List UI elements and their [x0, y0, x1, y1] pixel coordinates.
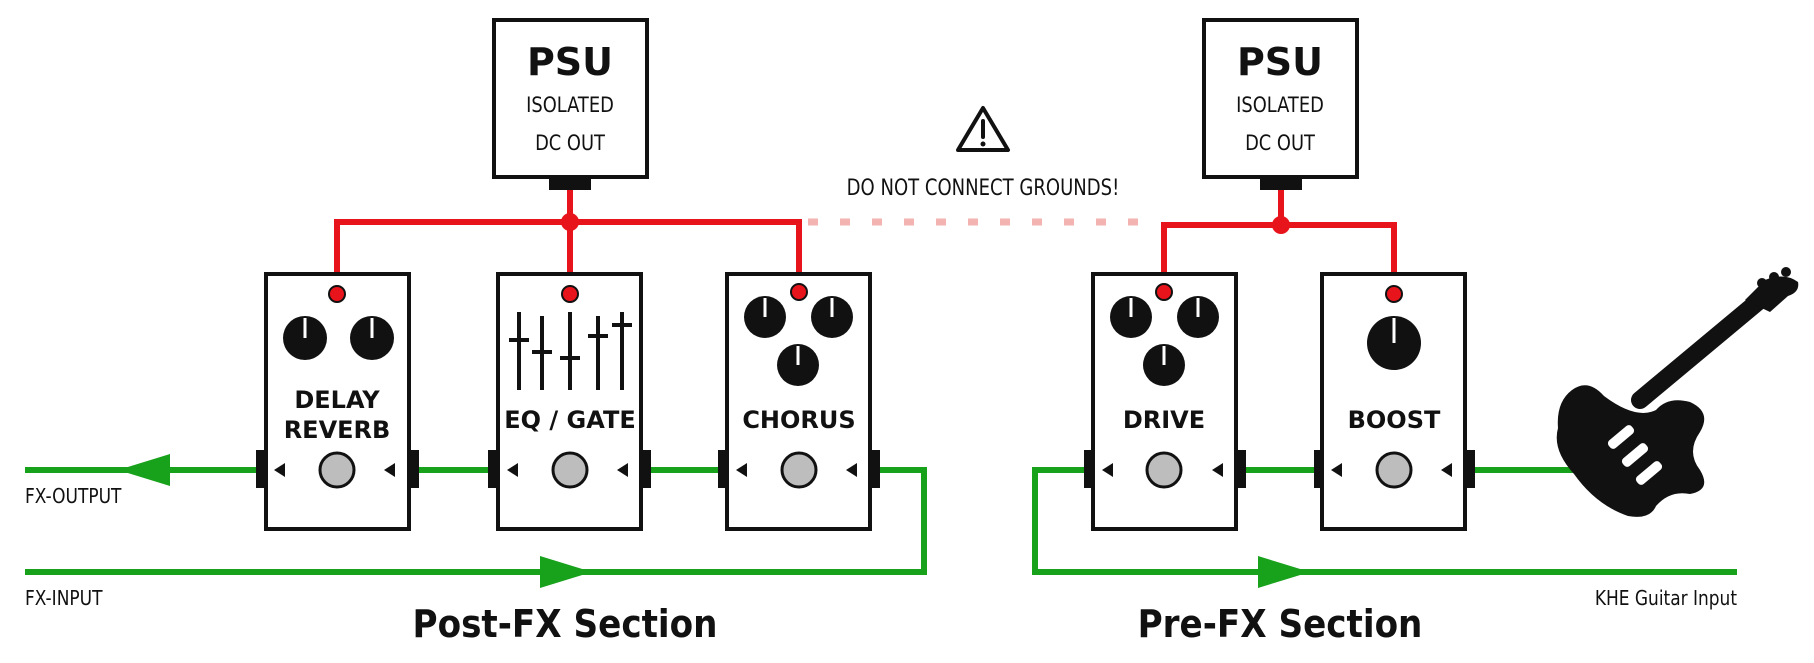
delay-input-jack — [409, 450, 419, 488]
boost-output-jack — [1314, 450, 1324, 488]
eq-left-arrow-icon — [507, 463, 518, 477]
delay-right-arrow-icon — [384, 463, 395, 477]
drive-knob-3[interactable] — [1143, 344, 1185, 386]
power-junction-left — [561, 213, 579, 231]
chorus-knob-2[interactable] — [811, 296, 853, 338]
fx-output-label: FX-OUTPUT — [25, 486, 122, 509]
chorus-right-arrow-icon — [846, 463, 857, 477]
eq-output-jack — [488, 450, 498, 488]
fx-input-arrow — [540, 556, 592, 588]
electric-guitar-icon — [1556, 267, 1799, 517]
delay-left-arrow-icon — [274, 463, 285, 477]
fx-input-loop-cable — [25, 467, 927, 575]
warning-text: DO NOT CONNECT GROUNDS! — [847, 174, 1120, 200]
psu-right-title: PSU — [1237, 40, 1323, 84]
pedal-delay-reverb: DELAY REVERB — [256, 272, 419, 531]
boost-footswitch[interactable] — [1375, 451, 1413, 489]
chorus-knob-1[interactable] — [744, 296, 786, 338]
eq-input-jack — [641, 450, 651, 488]
delay-led — [328, 285, 346, 303]
fx-output-arrow — [118, 454, 170, 486]
guitar-input-label: KHE Guitar Input — [1595, 588, 1737, 611]
boost-knob[interactable] — [1367, 316, 1421, 370]
drive-knob-2[interactable] — [1177, 296, 1219, 338]
boost-led — [1385, 285, 1403, 303]
chorus-output-jack — [718, 450, 728, 488]
psu-right-line2: DC OUT — [1245, 131, 1315, 156]
psu-left-title: PSU — [527, 40, 613, 84]
delay-footswitch[interactable] — [318, 451, 356, 489]
drive-led — [1155, 283, 1173, 301]
psu-left-connector — [549, 177, 591, 190]
drive-left-arrow-icon — [1102, 463, 1113, 477]
pedal-eq-gate: EQ / GATE — [488, 272, 651, 531]
delay-label-line1: DELAY — [294, 386, 380, 414]
boost-left-arrow-icon — [1331, 463, 1342, 477]
chorus-label: CHORUS — [742, 406, 855, 434]
delay-knob-2[interactable] — [350, 316, 394, 360]
chorus-left-arrow-icon — [736, 463, 747, 477]
power-junction-right — [1272, 216, 1290, 234]
drive-knob-1[interactable] — [1110, 296, 1152, 338]
eq-right-arrow-icon — [617, 463, 628, 477]
drive-input-loop-cable — [1032, 467, 1737, 575]
drive-input-jack — [1236, 450, 1246, 488]
pedal-boost: BOOST — [1314, 272, 1475, 531]
chorus-footswitch[interactable] — [780, 451, 818, 489]
boost-label: BOOST — [1348, 406, 1441, 434]
chorus-led — [790, 283, 808, 301]
psu-left: PSU ISOLATED DC OUT — [492, 18, 649, 190]
boost-input-jack — [1465, 450, 1475, 488]
eq-sliders[interactable] — [509, 312, 632, 390]
psu-right-connector — [1260, 177, 1302, 190]
signal-cables — [25, 467, 1737, 575]
psu-left-line1: ISOLATED — [526, 93, 614, 118]
pedal-chorus: CHORUS — [718, 272, 880, 531]
drive-right-arrow-icon — [1212, 463, 1223, 477]
drive-label: DRIVE — [1123, 406, 1205, 434]
psu-right: PSU ISOLATED DC OUT — [1202, 18, 1359, 190]
pedal-drive: DRIVE — [1084, 272, 1246, 531]
warning-triangle-icon — [956, 106, 1010, 152]
drive-output-jack — [1084, 450, 1094, 488]
eq-footswitch[interactable] — [551, 451, 589, 489]
pre-fx-section-title: Pre-FX Section — [1138, 601, 1423, 646]
chorus-knob-3[interactable] — [777, 344, 819, 386]
delay-output-jack — [256, 450, 266, 488]
fx-input-label: FX-INPUT — [25, 588, 103, 611]
chorus-input-jack — [870, 450, 880, 488]
psu-right-line1: ISOLATED — [1236, 93, 1324, 118]
boost-right-arrow-icon — [1441, 463, 1452, 477]
psu-left-line2: DC OUT — [535, 131, 605, 156]
pre-fx-arrow — [1258, 556, 1310, 588]
eq-label: EQ / GATE — [504, 406, 635, 434]
delay-label-line2: REVERB — [284, 416, 391, 444]
drive-footswitch[interactable] — [1145, 451, 1183, 489]
delay-knob-1[interactable] — [283, 316, 327, 360]
eq-led — [561, 285, 579, 303]
post-fx-section-title: Post-FX Section — [413, 601, 718, 646]
